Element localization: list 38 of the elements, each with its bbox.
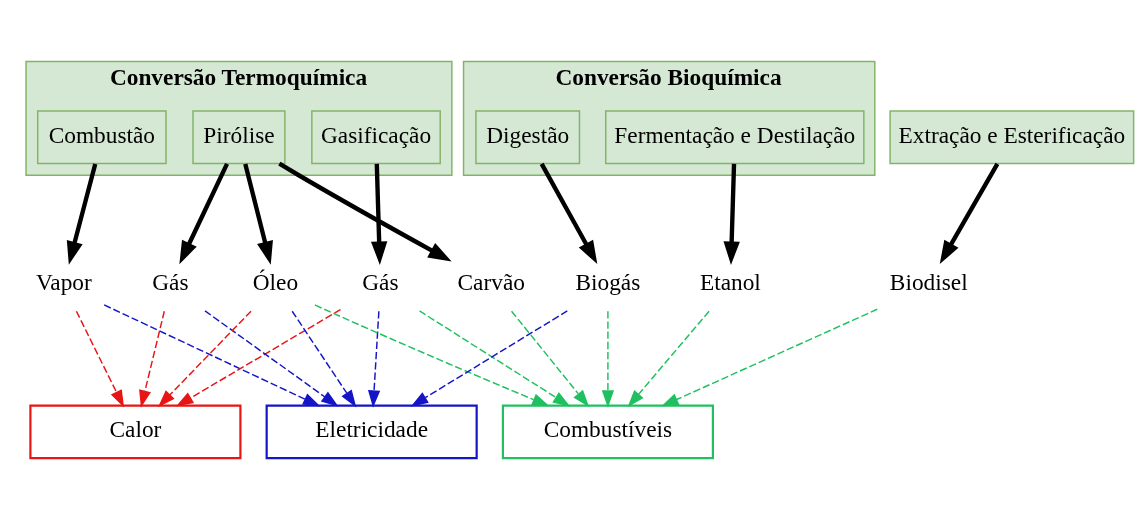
node-box: Fermentação e Destilação bbox=[605, 109, 865, 164]
node-box: Gasificação bbox=[311, 109, 441, 164]
arrow bbox=[175, 308, 342, 407]
node-text: Biodisel bbox=[889, 268, 968, 295]
node-text: Etanol bbox=[699, 268, 761, 295]
arrow bbox=[539, 162, 598, 264]
arrow bbox=[627, 310, 710, 407]
arrow bbox=[139, 310, 166, 408]
node-box: Pirólise bbox=[192, 109, 286, 164]
node-text: Gás bbox=[362, 268, 399, 295]
arrow bbox=[278, 161, 452, 262]
arrow bbox=[661, 308, 878, 407]
node-box: Combustão bbox=[36, 109, 167, 164]
node-text: Carvão bbox=[457, 268, 525, 295]
arrow bbox=[314, 303, 550, 406]
arrow bbox=[367, 310, 381, 408]
node-text: Biogás bbox=[575, 268, 641, 295]
arrow bbox=[601, 310, 615, 408]
node-box: Extração e Esterificação bbox=[889, 109, 1135, 164]
node-box: Digestão bbox=[475, 109, 581, 164]
node-text: Óleo bbox=[252, 268, 299, 295]
node-box: Eletricidade bbox=[265, 404, 478, 459]
arrow bbox=[243, 162, 273, 265]
node-box: Calor bbox=[29, 404, 242, 459]
node-box: Combustíveis bbox=[501, 404, 714, 459]
arrow bbox=[157, 310, 252, 407]
arrow bbox=[103, 303, 321, 406]
arrow bbox=[179, 162, 229, 264]
arrow bbox=[510, 310, 590, 407]
arrow bbox=[291, 310, 357, 407]
arrow bbox=[204, 309, 339, 407]
arrow bbox=[66, 162, 98, 265]
arrow bbox=[939, 162, 1000, 264]
arrow bbox=[75, 310, 125, 408]
node-text: Gás bbox=[152, 268, 189, 295]
arrow bbox=[370, 163, 388, 265]
arrow bbox=[723, 163, 740, 265]
node-text: Vapor bbox=[36, 268, 92, 295]
